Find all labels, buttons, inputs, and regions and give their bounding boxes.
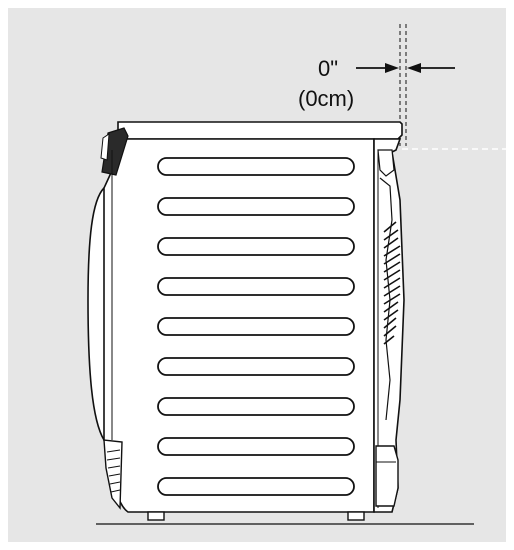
rear-vent-grille (383, 221, 401, 345)
bottom-hatch-lines (106, 449, 121, 493)
top-panel (117, 121, 403, 140)
side-rib (157, 277, 355, 296)
rear-foot (347, 511, 365, 521)
side-rib (157, 397, 355, 416)
rear-lower-box (375, 445, 399, 507)
arrow-right-icon (356, 63, 399, 73)
clearance-imperial-label: 0" (318, 56, 338, 81)
rear-hose-bracket (377, 149, 395, 177)
side-rib (157, 197, 355, 216)
side-rib (157, 317, 355, 336)
side-rib (157, 157, 355, 176)
side-rib (157, 237, 355, 256)
side-rib (157, 437, 355, 456)
side-ribs (157, 157, 355, 496)
arrow-left-icon (407, 63, 455, 73)
side-rib (157, 477, 355, 496)
control-knob (100, 133, 110, 161)
front-foot (147, 511, 165, 521)
rear-panel (373, 138, 405, 513)
rear-inner-contour (379, 177, 393, 421)
side-rib (157, 357, 355, 376)
clearance-metric-label: (0cm) (298, 86, 354, 111)
